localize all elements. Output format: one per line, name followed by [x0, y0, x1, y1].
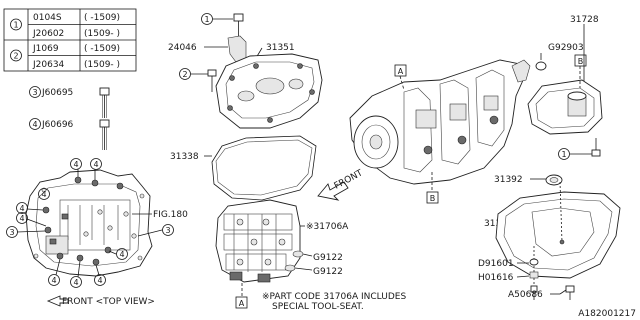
- table-range-3: (1509- ): [84, 60, 120, 70]
- svg-text:B: B: [430, 194, 436, 203]
- svg-text:3: 3: [32, 88, 37, 97]
- svg-text:4: 4: [93, 160, 98, 169]
- svg-text:FRONT <TOP VIEW>: FRONT <TOP VIEW>: [62, 297, 155, 307]
- svg-text:3: 3: [9, 228, 14, 237]
- label-31728: 31728: [570, 15, 599, 25]
- svg-text:4: 4: [19, 204, 24, 213]
- valve-body-top-view: 4 4 4 4 4 3 3 4 4 4 4 FIG.180: [6, 158, 188, 288]
- seal-g9122: G9122 G9122: [284, 250, 343, 277]
- label-g9122-a: G9122: [313, 253, 343, 263]
- fig-reference: FIG.180: [153, 210, 188, 220]
- table-range-2: ( -1509): [84, 44, 120, 54]
- label-31351: 31351: [266, 43, 295, 53]
- table-part-3: J20634: [32, 60, 65, 70]
- table-part-2: J1069: [32, 44, 59, 54]
- table-part-1: J20602: [32, 29, 64, 39]
- svg-text:SPECIAL TOOL-SEAT.: SPECIAL TOOL-SEAT.: [272, 302, 364, 312]
- upper-cover-31351: 31351: [215, 43, 323, 129]
- label-a50686: A50686: [508, 290, 543, 300]
- svg-text:4: 4: [41, 190, 46, 199]
- svg-text:1: 1: [561, 150, 566, 159]
- topview-callouts: 4 4 4 4 4 3 3 4 4 4 4: [6, 158, 174, 288]
- svg-text:A: A: [239, 299, 245, 308]
- svg-text:4: 4: [51, 276, 56, 285]
- svg-text:A: A: [398, 67, 404, 76]
- table-range-0: ( -1509): [84, 13, 120, 23]
- oil-strainer-31728: 31728: [527, 15, 603, 135]
- svg-text:4: 4: [119, 250, 124, 259]
- bolt-ref-1-upper: 1: [201, 13, 244, 36]
- control-valve-31706a: ※31706A: [215, 199, 349, 283]
- drain-plug-stack: D91601 H01616 A50686: [478, 246, 575, 300]
- bolt-j60696: 4 J60696: [29, 118, 110, 150]
- svg-text:4: 4: [32, 120, 37, 129]
- bolt-j60695: 3 J60695: [29, 86, 110, 118]
- label-g92903: G92903: [548, 43, 584, 53]
- svg-text:4: 4: [97, 276, 102, 285]
- oil-pan-31390: 31390: [484, 181, 621, 279]
- ref-3-circle: [29, 86, 41, 98]
- oring-g92903: G92903: [535, 43, 584, 71]
- label-j60695: J60695: [41, 88, 73, 98]
- label-h01616: H01616: [478, 273, 514, 283]
- table-range-1: (1509- ): [84, 29, 120, 39]
- view-box-b-upper: B: [574, 54, 587, 88]
- view-box-a-lower: A: [235, 283, 248, 309]
- front-arrow: FRONT: [317, 168, 365, 201]
- ref-1-number: 1: [13, 21, 18, 30]
- svg-text:3: 3: [165, 226, 170, 235]
- label-31706a: ※31706A: [306, 222, 349, 232]
- view-box-b-lower: B: [426, 172, 439, 204]
- gasket-31338: 31338: [170, 135, 317, 201]
- transmission-assembly: [349, 59, 531, 185]
- table-part-0: 0104S: [33, 13, 62, 23]
- bolt-ref-1-lower: 1: [558, 138, 601, 160]
- diagram-id: A182001217: [578, 309, 636, 319]
- svg-text:1: 1: [204, 15, 209, 24]
- front-arrow-label: FRONT: [333, 168, 365, 191]
- svg-text:2: 2: [182, 70, 187, 79]
- svg-text:※PART CODE 31706A INCLUDES: ※PART CODE 31706A INCLUDES: [262, 292, 406, 302]
- bolt-ref-2: 2: [179, 68, 217, 92]
- label-31338: 31338: [170, 152, 199, 162]
- label-d91601: D91601: [478, 259, 514, 269]
- ref-4-circle: [29, 118, 41, 130]
- front-top-view-label: FRONT <TOP VIEW>: [46, 295, 155, 307]
- label-31392: 31392: [494, 175, 523, 185]
- magnet-31392: 31392: [494, 174, 563, 186]
- reference-table: 1 2 0104S ( -1509) J20602 (1509- ) J1069…: [3, 8, 137, 72]
- svg-text:B: B: [578, 57, 584, 66]
- ref-1-circle: [10, 18, 22, 31]
- footnote: ※PART CODE 31706A INCLUDES SPECIAL TOOL-…: [262, 292, 406, 312]
- svg-text:4: 4: [73, 160, 78, 169]
- label-24046: 24046: [168, 43, 197, 53]
- ref-2-circle: [10, 49, 22, 62]
- label-j60696: J60696: [41, 120, 74, 130]
- bracket-24046: 24046: [168, 35, 247, 63]
- label-g9122-b: G9122: [313, 267, 343, 277]
- svg-text:4: 4: [73, 278, 78, 287]
- ref-2-number: 2: [13, 52, 18, 61]
- svg-text:4: 4: [19, 214, 24, 223]
- view-box-a-upper: A: [394, 64, 407, 91]
